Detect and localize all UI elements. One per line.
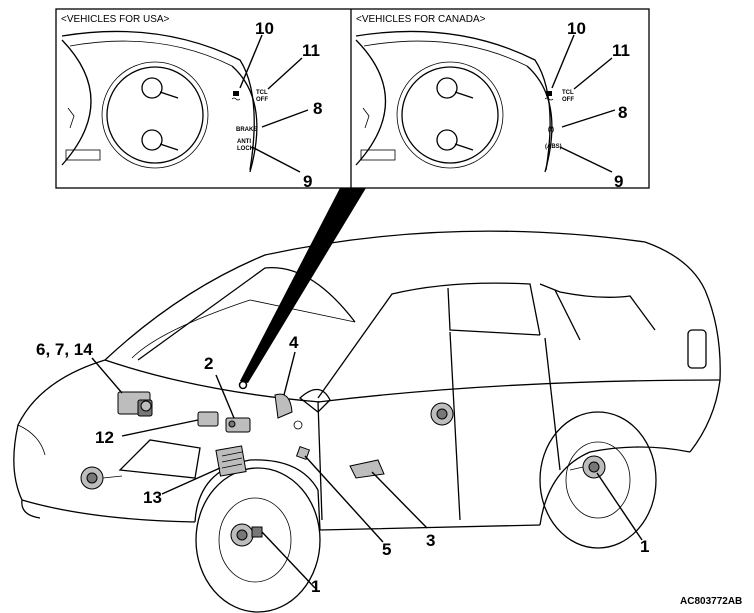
usa-panel: <VEHICLES FOR USA> TCL OFF <box>61 14 322 191</box>
canada-panel-title: <VEHICLES FOR CANADA> <box>356 14 486 25</box>
cluster-pointer-wedge <box>240 188 366 383</box>
usa-tcl-off-label-1: TCL <box>256 90 268 96</box>
usa-callout-9: 9 <box>303 172 312 191</box>
usa-abs-warning-label-1: ANTI <box>237 139 251 145</box>
canada-tcl-off-label-1: TCL <box>562 90 574 96</box>
canada-gauge-cluster <box>355 30 553 173</box>
cluster-inset: <VEHICLES FOR USA> TCL OFF <box>55 8 650 390</box>
canada-abs-warning-icon: (ABS) <box>545 144 562 150</box>
usa-callout-8: 8 <box>313 99 322 118</box>
hydraulic-unit-icon <box>117 391 153 417</box>
callout-6-7-14: 6, 7, 14 <box>36 340 93 359</box>
usa-callout-11: 11 <box>302 41 320 60</box>
canada-callout-11: 11 <box>612 41 630 60</box>
usa-tcl-off-label-2: OFF <box>256 97 268 103</box>
steering-wheel-sensor-icon <box>274 393 303 430</box>
vehicle-callout-leaders <box>91 351 643 589</box>
canada-panel: <VEHICLES FOR CANADA> TCL OFF <box>355 14 630 191</box>
yaw-rate-sensor-icon <box>349 459 385 479</box>
usa-panel-title: <VEHICLES FOR USA> <box>61 14 170 25</box>
canada-tcl-off-label-2: OFF <box>562 97 574 103</box>
callout-12: 12 <box>95 428 114 447</box>
usa-gauge-cluster <box>61 30 258 173</box>
canada-callout-9: 9 <box>614 172 623 191</box>
document-id: AC803772AB <box>680 596 742 607</box>
stop-lamp-switch-icon <box>295 445 311 461</box>
usa-speedometer <box>106 66 204 164</box>
ecu-icon <box>215 445 247 477</box>
canada-callout-8: 8 <box>618 103 627 122</box>
usa-abs-warning-label-2: LOCK <box>237 146 255 152</box>
callout-4: 4 <box>289 333 299 352</box>
callout-2: 2 <box>204 354 213 373</box>
usa-brake-warning-label: BRAKE <box>236 127 257 133</box>
rear-wheel-speed-sensor-icon <box>569 455 606 479</box>
front-wheel-speed-sensor-left-icon <box>80 466 123 490</box>
canada-speedometer <box>401 66 499 164</box>
callout-3: 3 <box>426 531 435 550</box>
front-wheel-speed-sensor-right-icon <box>230 523 263 547</box>
callout-1-rear: 1 <box>640 537 649 556</box>
canada-callout-10: 10 <box>567 19 586 38</box>
callout-5: 5 <box>382 540 391 559</box>
canada-slip-indicator-icon <box>544 91 554 101</box>
door-speaker-icon <box>430 402 454 426</box>
usa-slip-indicator-icon <box>231 91 241 101</box>
brake-fluid-switch-icon <box>197 411 219 427</box>
vehicle-outline <box>13 230 721 613</box>
canada-brake-warning-icon: (!) <box>548 127 554 133</box>
usa-callout-10: 10 <box>255 19 274 38</box>
g-sensor-icon <box>225 417 251 433</box>
callout-13: 13 <box>143 488 162 507</box>
callout-1-front: 1 <box>311 577 320 596</box>
